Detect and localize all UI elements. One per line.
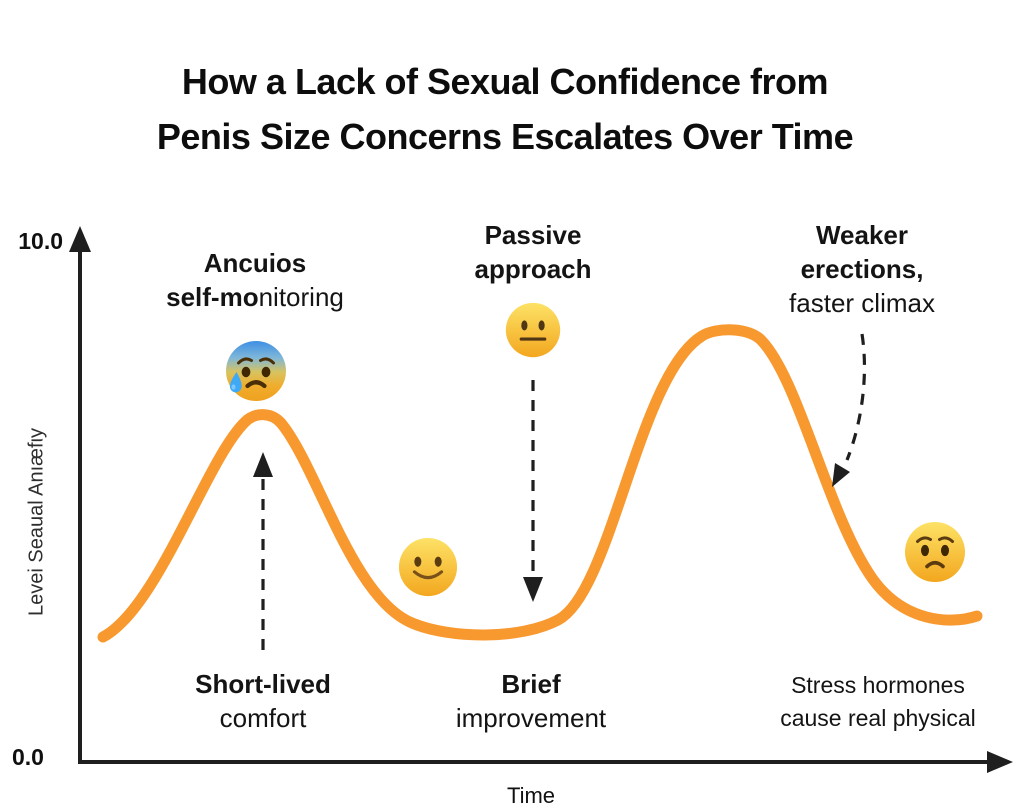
slightly-smiling-face-emoji-icon bbox=[398, 537, 458, 597]
annotation-line: Passive bbox=[484, 220, 582, 250]
neutral-face-emoji-icon bbox=[505, 302, 561, 358]
annotation-line: erections, bbox=[800, 254, 924, 284]
annotation-anxious-self-monitoring: Ancuios self-monitoring bbox=[166, 246, 344, 314]
y-axis-arrowhead-icon bbox=[69, 226, 91, 252]
arrow-curved-head-icon bbox=[832, 463, 850, 487]
worried-face-emoji-icon bbox=[905, 522, 965, 582]
annotation-line: self-monitoring bbox=[166, 282, 344, 312]
annotation-line: Ancuios bbox=[203, 248, 307, 278]
annotation-line: Short-lived bbox=[195, 669, 331, 699]
annotation-stress-hormones: Stress hormones cause real physical bbox=[780, 669, 976, 735]
page-title: How a Lack of Sexual Confidence from Pen… bbox=[55, 54, 955, 164]
annotation-line: Brief bbox=[501, 669, 561, 699]
y-axis-max-tick-label: 10.0 bbox=[18, 228, 63, 254]
annotation-short-lived-comfort: Short-lived comfort bbox=[195, 667, 331, 735]
annotation-passive-approach: Passive approach bbox=[474, 218, 591, 286]
title-line-2: Penis Size Concerns Escalates Over Time bbox=[156, 116, 854, 157]
arrow-up-head-icon bbox=[253, 452, 273, 477]
y-axis-title: Levei Seaual Anıӕfιy bbox=[25, 428, 48, 616]
annotation-weaker-erections: Weaker erections, faster climax bbox=[789, 218, 935, 320]
annotation-line: improvement bbox=[455, 703, 607, 733]
annotation-brief-improvement: Brief improvement bbox=[456, 667, 606, 735]
x-axis-title: Time bbox=[506, 783, 556, 805]
arrow-curved-dashed-line bbox=[845, 333, 867, 461]
y-axis-min-tick-label: 0.0 bbox=[12, 744, 44, 770]
annotation-line: cause real physical bbox=[780, 705, 976, 731]
annotation-line: Weaker bbox=[815, 220, 909, 250]
arrow-down-head-icon bbox=[523, 577, 543, 602]
annotation-line: approach bbox=[474, 254, 592, 284]
title-line-1: How a Lack of Sexual Confidence from bbox=[181, 61, 829, 102]
annotation-line: Stress hormones bbox=[791, 672, 965, 698]
x-axis-arrowhead-icon bbox=[987, 751, 1013, 773]
anxious-face-with-sweat-emoji-icon bbox=[226, 341, 286, 401]
annotation-line: faster climax bbox=[789, 288, 935, 318]
annotation-line: comfort bbox=[219, 703, 307, 733]
